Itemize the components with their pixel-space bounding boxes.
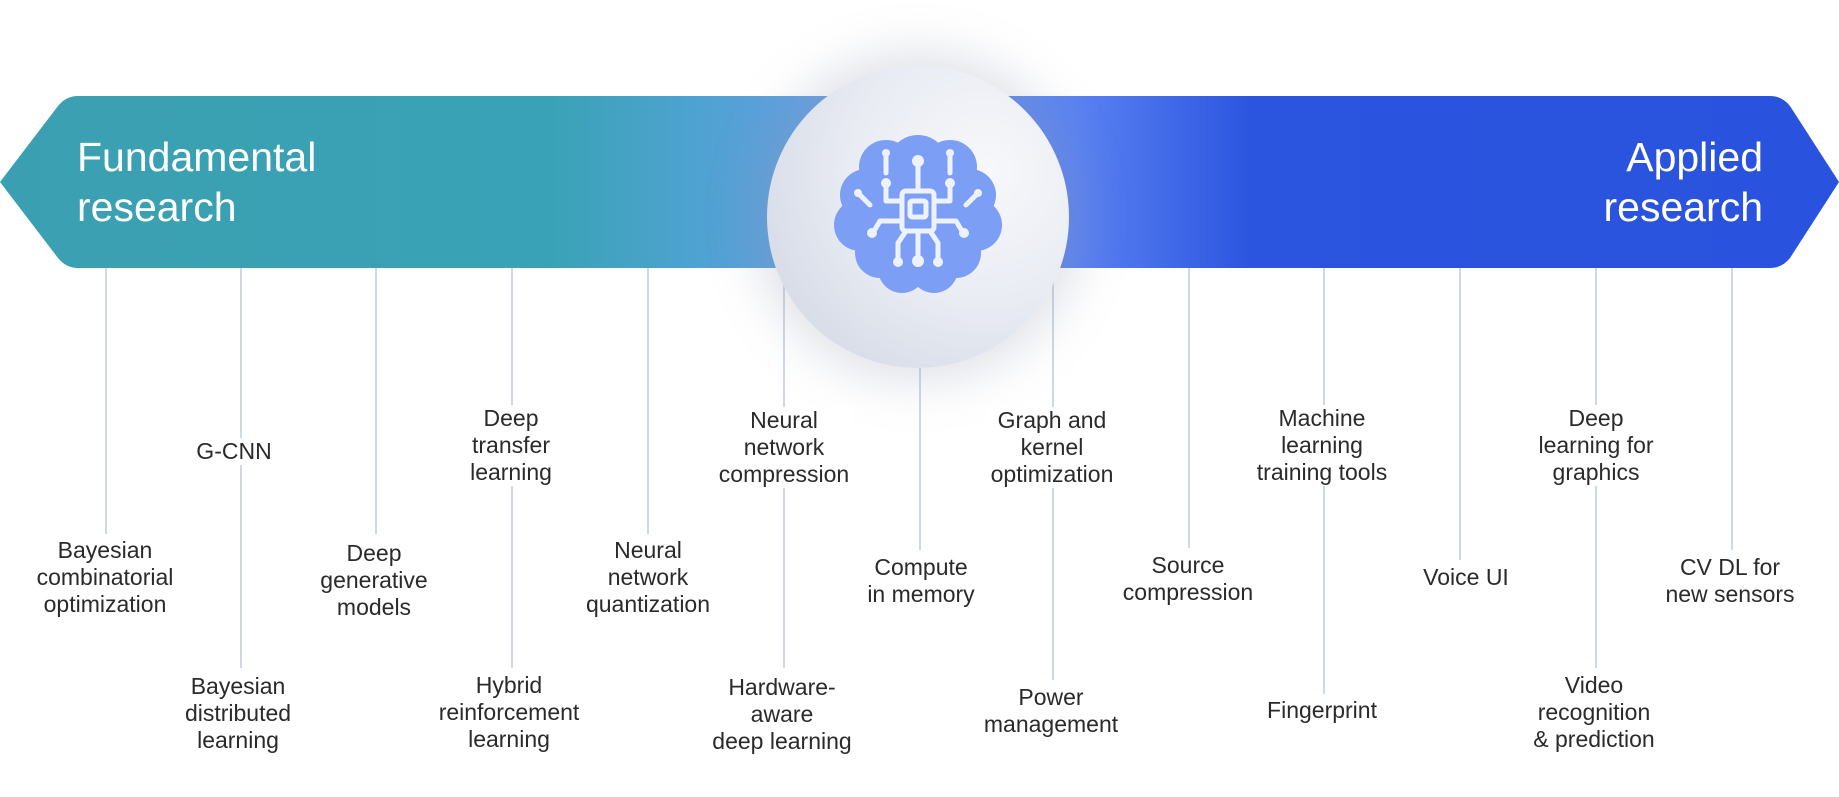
topic-label-line: Bayesian — [57, 537, 153, 563]
topic-label-line: Bayesian — [190, 673, 286, 699]
topic-label-line: Source — [1151, 552, 1225, 578]
topic-label-line: learning — [197, 727, 279, 753]
topic-label-line: reinforcement — [438, 699, 580, 725]
topic-label-line: Graph and — [997, 407, 1107, 433]
topic-label-voice-ui: Voice UI — [1419, 564, 1513, 591]
topic-label-line: Voice UI — [1423, 564, 1509, 590]
brain-circuit-icon — [834, 135, 1002, 293]
topic-label-line: combinatorial — [36, 564, 174, 590]
topic-label-line: training tools — [1256, 459, 1388, 485]
topic-label-line: aware — [750, 701, 814, 727]
topic-label-fingerprint: Fingerprint — [1263, 697, 1381, 724]
topic-label-line: learning for — [1538, 432, 1654, 458]
connector-line — [647, 268, 649, 534]
topic-label-line: Deep — [346, 540, 402, 566]
topic-label-line: recognition — [1537, 699, 1651, 725]
topic-label-g-cnn: G-CNN — [192, 438, 276, 465]
connector-line — [105, 268, 107, 534]
topic-label-line: Compute — [874, 554, 968, 580]
topic-label-line: CV DL for — [1679, 554, 1781, 580]
topic-label-line: deep learning — [712, 728, 852, 754]
connector-line — [1459, 268, 1461, 560]
topic-label-line: Machine — [1278, 405, 1366, 431]
fundamental-research-title: Fundamental research — [77, 134, 317, 230]
topic-label-line: Video — [1564, 672, 1624, 698]
applied-research-title: Applied research — [1603, 134, 1763, 230]
topic-label-line: generative — [320, 567, 428, 593]
topic-label-line: management — [983, 711, 1119, 737]
topic-label-line: optimization — [990, 461, 1114, 487]
topic-label-line: graphics — [1552, 459, 1640, 485]
topic-label-line: Deep — [483, 405, 539, 431]
topic-label-line: learning — [1281, 432, 1363, 458]
topic-label-line: in memory — [867, 581, 975, 607]
connector-line — [240, 268, 242, 668]
topic-label-line: Neural — [750, 407, 818, 433]
connector-line — [1731, 268, 1733, 550]
topic-label-line: compression — [718, 461, 850, 487]
topic-label-line: optimization — [43, 591, 167, 617]
topic-label-line: compression — [1122, 579, 1254, 605]
topic-label-line: quantization — [585, 591, 711, 617]
topic-label-line: Power — [1018, 684, 1084, 710]
topic-label-line: models — [336, 594, 412, 620]
topic-label-line: network — [743, 434, 825, 460]
topic-label-line: learning — [470, 459, 552, 485]
topic-label-line: new sensors — [1665, 581, 1795, 607]
topic-label-line: & prediction — [1533, 726, 1655, 752]
topic-label-line: learning — [468, 726, 550, 752]
topic-label-line: distributed — [184, 700, 292, 726]
topic-label-line: Deep — [1568, 405, 1624, 431]
topic-label-line: Hardware- — [728, 674, 836, 700]
topic-label-line: transfer — [472, 432, 550, 458]
connector-line — [919, 300, 921, 550]
connector-line — [375, 268, 377, 534]
topic-label-line: network — [607, 564, 689, 590]
topic-label-line: Hybrid — [475, 672, 543, 698]
topic-label-line: kernel — [1020, 434, 1084, 460]
connector-line — [1188, 268, 1190, 548]
topic-label-line: G-CNN — [196, 438, 272, 464]
center-circle — [767, 66, 1069, 368]
topic-label-line: Fingerprint — [1267, 697, 1377, 723]
topic-label-line: Neural — [614, 537, 682, 563]
